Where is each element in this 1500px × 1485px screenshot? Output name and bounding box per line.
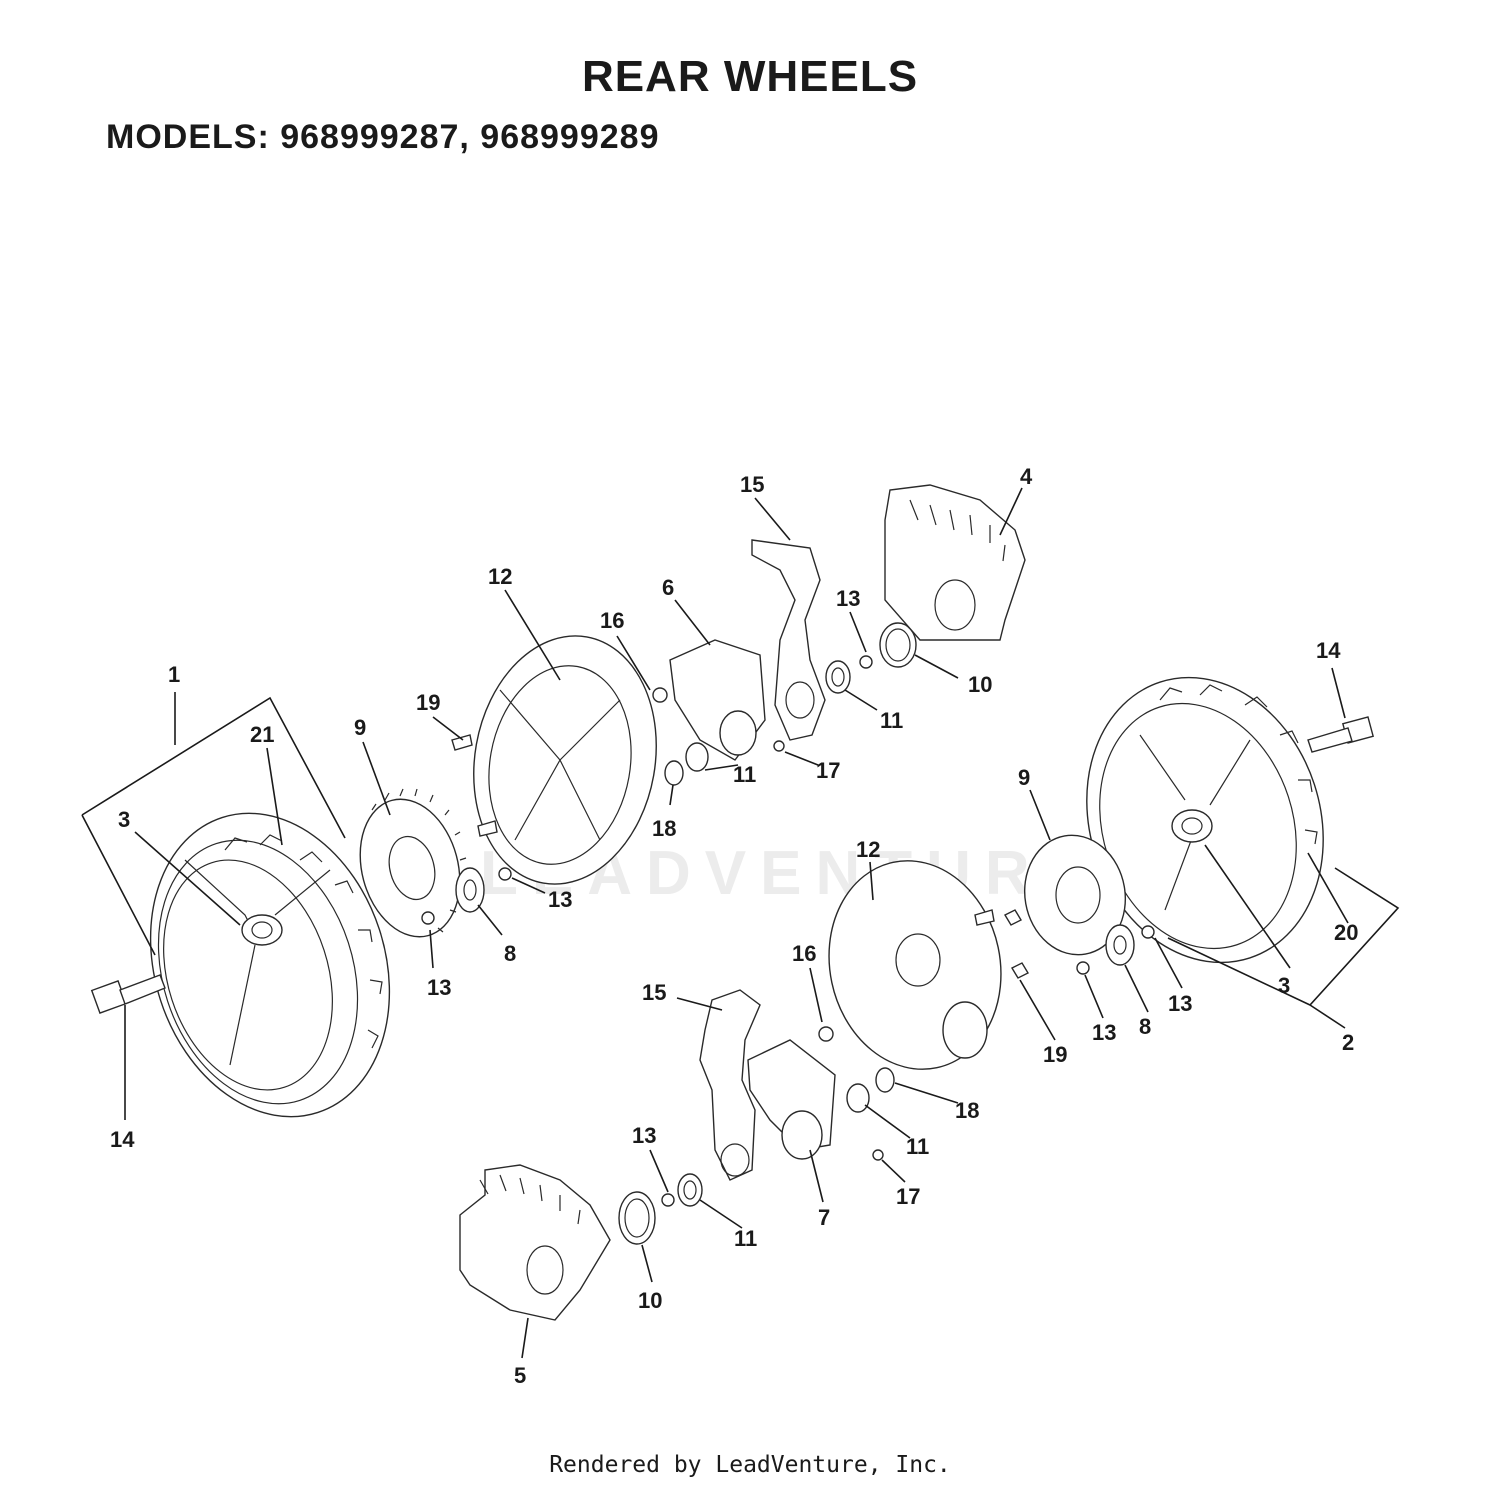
callout-1: 1	[168, 662, 180, 687]
callout-15: 15	[642, 980, 666, 1005]
callout-13: 13	[1168, 991, 1192, 1016]
right-height-bracket[interactable]	[459, 1164, 611, 1321]
left-hex-bolt[interactable]	[90, 974, 166, 1014]
callout-13: 13	[427, 975, 451, 1000]
left-bearing-right[interactable]	[825, 622, 917, 694]
callout-14: 14	[1316, 638, 1341, 663]
callout-16: 16	[600, 608, 624, 633]
callout-8: 8	[1139, 1014, 1151, 1039]
callout-15: 15	[740, 472, 764, 497]
callout-2: 2	[1342, 1030, 1354, 1055]
callout-13: 13	[836, 586, 860, 611]
callout-18: 18	[955, 1098, 979, 1123]
callout-5: 5	[514, 1363, 526, 1388]
callout-9: 9	[1018, 765, 1030, 790]
left-wheel[interactable]	[113, 782, 428, 1148]
callout-12: 12	[856, 837, 880, 862]
callout-20: 20	[1334, 920, 1358, 945]
leader-lines	[81, 487, 1400, 1359]
callout-3: 3	[118, 807, 130, 832]
callout-11: 11	[734, 1226, 757, 1251]
callout-11: 11	[880, 708, 903, 733]
left-small-screws[interactable]	[421, 687, 785, 925]
left-height-bracket[interactable]	[884, 484, 1026, 641]
callout-9: 9	[354, 715, 366, 740]
callout-12: 12	[488, 564, 512, 589]
left-height-lever[interactable]	[751, 539, 826, 741]
right-small-screws[interactable]	[818, 909, 1155, 1161]
callout-7: 7	[818, 1205, 830, 1230]
callout-11: 11	[906, 1134, 929, 1159]
right-bearing-left[interactable]	[618, 1173, 703, 1245]
callout-21: 21	[250, 722, 274, 747]
callout-14: 14	[110, 1127, 135, 1152]
right-pawl-plate[interactable]	[747, 1039, 836, 1160]
right-height-lever[interactable]	[699, 989, 761, 1181]
left-pinion-gear[interactable]	[455, 867, 485, 913]
callout-13: 13	[1092, 1020, 1116, 1045]
left-pawl-plate[interactable]	[669, 639, 766, 761]
callout-13: 13	[632, 1123, 656, 1148]
callout-18: 18	[652, 816, 676, 841]
right-drive-gear[interactable]	[1015, 827, 1134, 963]
callout-10: 10	[968, 672, 992, 697]
right-gear-housing[interactable]	[810, 845, 1020, 1086]
left-drive-gear[interactable]	[346, 788, 475, 948]
callout-3: 3	[1278, 973, 1290, 998]
callout-17: 17	[816, 758, 840, 783]
models-subtitle: MODELS: 968999287, 968999289	[106, 118, 660, 156]
callout-11: 11	[733, 762, 756, 787]
callout-labels: 1 21 3 9 19 12 16 6 15 4 13 10 11 17 11 …	[110, 464, 1358, 1388]
page-title: REAR WHEELS	[581, 52, 919, 101]
callout-6: 6	[662, 575, 674, 600]
right-hex-bolt[interactable]	[1307, 716, 1375, 753]
callout-8: 8	[504, 941, 516, 966]
callout-19: 19	[416, 690, 440, 715]
right-pinion-gear[interactable]	[1105, 924, 1135, 966]
callout-13: 13	[548, 887, 572, 912]
callout-16: 16	[792, 941, 816, 966]
callout-17: 17	[896, 1184, 920, 1209]
callout-19: 19	[1043, 1042, 1067, 1067]
callout-10: 10	[638, 1288, 662, 1313]
left-gear-housing[interactable]	[455, 621, 676, 898]
callout-4: 4	[1020, 464, 1033, 489]
footer-credit: Rendered by LeadVenture, Inc.	[549, 1452, 951, 1478]
